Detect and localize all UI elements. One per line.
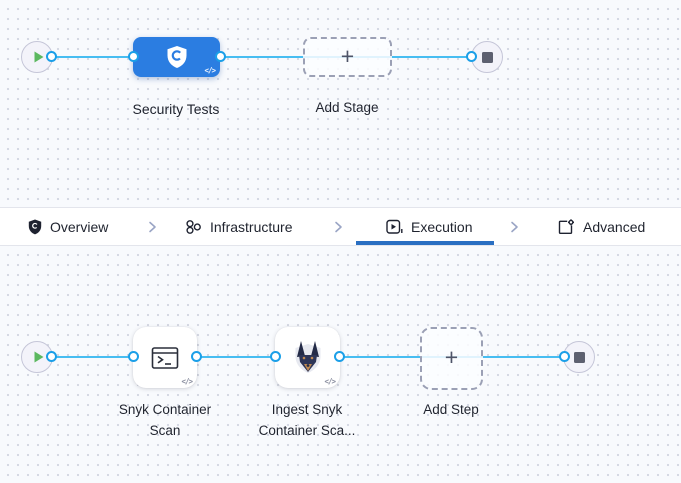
stage-canvas: </> + Security Tests Add Stage: [0, 0, 681, 207]
execution-canvas: </> </> + Snyk: [0, 246, 681, 483]
connector-dot[interactable]: [128, 51, 139, 62]
connector-dot[interactable]: [334, 351, 345, 362]
plus-icon: +: [444, 344, 459, 370]
code-icon: </>: [324, 377, 336, 386]
connector-dot[interactable]: [215, 51, 226, 62]
step-snyk-container-scan[interactable]: </>: [133, 327, 197, 388]
connector-dot[interactable]: [466, 51, 477, 62]
stage-flow-line: [37, 56, 487, 58]
terminal-icon: [151, 346, 179, 369]
chevron-right-icon: [330, 208, 346, 245]
add-stage-label: Add Stage: [315, 100, 379, 115]
topology-icon: [186, 219, 201, 234]
connector-dot[interactable]: [191, 351, 202, 362]
connector-dot[interactable]: [46, 51, 57, 62]
settings-doc-icon: [558, 218, 574, 234]
step-ingest-snyk[interactable]: </>: [275, 327, 340, 388]
play-square-icon: [386, 219, 403, 234]
tab-overview[interactable]: Overview: [28, 208, 108, 245]
play-icon: [34, 351, 43, 363]
chevron-right-icon: [144, 208, 160, 245]
tab-advanced[interactable]: Advanced: [558, 208, 645, 245]
connector-dot[interactable]: [270, 351, 281, 362]
plus-icon: +: [340, 42, 355, 69]
shield-icon: [28, 219, 42, 234]
connector-dot[interactable]: [559, 351, 570, 362]
snyk-doberman-icon: [295, 340, 320, 373]
stage-security-tests[interactable]: </>: [133, 37, 220, 77]
stage-config-tabs: Overview Infrastructure: [0, 207, 681, 246]
play-icon: [34, 51, 43, 63]
active-tab-underline: [356, 241, 494, 245]
step-label: Ingest Snyk Container Sca...: [258, 402, 356, 438]
stop-icon: [481, 51, 493, 63]
add-step-label: Add Step: [423, 402, 479, 417]
pipeline-end-node[interactable]: [471, 41, 503, 73]
stage-label: Security Tests: [132, 101, 220, 117]
connector-dot[interactable]: [128, 351, 139, 362]
chevron-right-icon: [506, 208, 522, 245]
connector-dot[interactable]: [46, 351, 57, 362]
tab-infrastructure[interactable]: Infrastructure: [185, 208, 292, 245]
add-step-button[interactable]: +: [420, 327, 483, 390]
tab-execution[interactable]: Execution: [386, 208, 472, 245]
code-icon: </>: [181, 377, 193, 386]
stop-icon: [573, 351, 585, 363]
code-icon: </>: [204, 66, 216, 75]
add-stage-button[interactable]: +: [303, 37, 392, 77]
security-shield-icon: [167, 46, 186, 68]
step-label: Snyk Container Scan: [118, 402, 212, 438]
